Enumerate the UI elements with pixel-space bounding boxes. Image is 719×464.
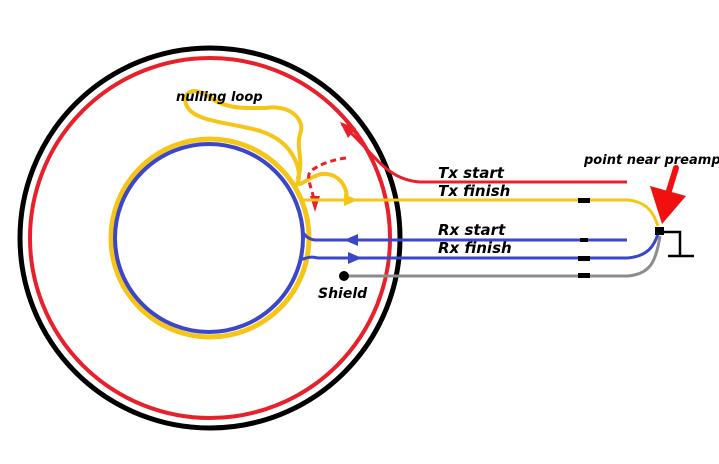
rx-start-terminal: [580, 238, 588, 242]
tx-finish-terminal: [578, 198, 590, 203]
pointer-arrow-shaft: [665, 165, 679, 197]
shield-terminal-dot: [339, 271, 349, 281]
pointer-arrowhead: [650, 186, 686, 224]
shield-end-terminal: [578, 273, 590, 278]
rx-finish-arrowhead: [348, 252, 362, 264]
tx-finish-arrowhead: [344, 194, 358, 206]
rx-start-wire: [300, 229, 627, 242]
preamp-junction: [655, 227, 664, 235]
rx-start-arrowhead: [344, 234, 358, 246]
shield-ring: [17, 45, 403, 431]
tx-inner-lead: [307, 156, 347, 201]
shield-label: Shield: [318, 286, 368, 302]
tx-inner-arrowhead: [310, 196, 320, 212]
ground-symbol: [664, 230, 694, 258]
tx-finish-wire: [302, 198, 660, 227]
nulling-loop-return: [298, 171, 349, 202]
rx-finish-wire: [299, 233, 660, 262]
rx-coil-ring: [113, 142, 305, 334]
tx-finish-label: Tx finish: [438, 182, 510, 200]
tx-start-arrowhead: [340, 122, 356, 138]
rx-finish-label: Rx finish: [438, 239, 512, 257]
tx-coil-ring: [28, 56, 392, 420]
tx-start-label: Tx start: [438, 164, 505, 182]
nulling-loop-wire: [183, 89, 304, 188]
point-near-preamp-label: point near preamp: [583, 153, 719, 168]
nulling-loop-label: nulling loop: [176, 90, 263, 105]
nulling-band-ring: [108, 136, 312, 340]
rx-start-label: Rx start: [438, 221, 506, 239]
shield-wire: [344, 235, 662, 278]
rx-finish-terminal: [578, 256, 590, 261]
